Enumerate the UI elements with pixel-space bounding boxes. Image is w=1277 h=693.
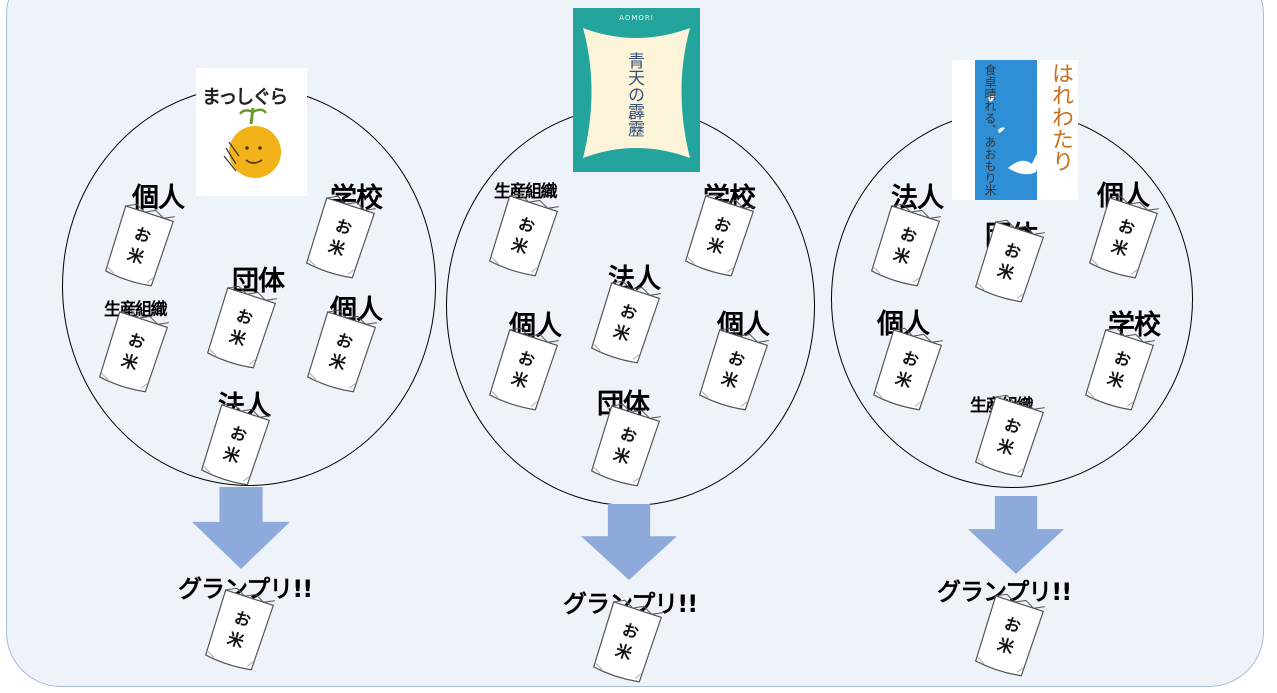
svg-text:米: 米: [227, 326, 249, 349]
svg-text:お: お: [1002, 240, 1023, 263]
svg-text:米: 米: [225, 628, 247, 651]
rice-bag-icon: お米: [201, 281, 281, 375]
svg-text:米: 米: [611, 321, 633, 344]
down-arrow-icon: [968, 496, 1064, 574]
rice-bag-icon: お米: [585, 399, 665, 493]
rice-bag-icon: お米: [969, 215, 1049, 309]
svg-text:米: 米: [613, 640, 635, 663]
rice-bag-icon: お米: [867, 323, 947, 417]
g1-label-dantai: 団体: [232, 266, 285, 297]
svg-text:お: お: [1112, 348, 1133, 371]
svg-text:米: 米: [893, 368, 915, 391]
svg-text:米: 米: [221, 443, 243, 466]
rice-bag-icon: お米: [93, 305, 173, 399]
svg-text:米: 米: [326, 236, 348, 259]
mashigura-logo-icon: [223, 107, 281, 178]
down-arrow-icon: [581, 504, 677, 580]
g3-label-hojin: 法人: [891, 183, 944, 214]
svg-text:米: 米: [995, 634, 1017, 657]
svg-text:米: 米: [705, 234, 727, 257]
svg-text:お: お: [132, 224, 153, 247]
rice-bag-icon: お米: [969, 589, 1049, 683]
svg-text:お: お: [1002, 415, 1023, 438]
rice-bag-icon: お米: [99, 199, 179, 293]
svg-text:お: お: [334, 330, 355, 353]
svg-text:米: 米: [1105, 368, 1127, 391]
svg-text:米: 米: [327, 350, 349, 373]
rice-bag-icon: お米: [587, 595, 667, 689]
svg-text:お: お: [726, 348, 747, 371]
rice-bag-icon: お米: [195, 398, 275, 492]
seiten-no-hekireki-cover: AOMORI 青天の霹靂: [573, 8, 700, 172]
svg-text:お: お: [618, 424, 639, 447]
rice-bag-icon: お米: [969, 390, 1049, 484]
mashigura-logo-text: まっしぐら: [202, 86, 288, 108]
rice-bag-icon: お米: [301, 305, 381, 399]
harewatari-cover: 食卓晴れる、あおもり米 はれわたり: [952, 60, 1078, 200]
svg-text:米: 米: [125, 244, 147, 267]
svg-text:お: お: [898, 224, 919, 247]
svg-text:お: お: [1116, 216, 1137, 239]
svg-text:お: お: [516, 348, 537, 371]
svg-text:米: 米: [995, 260, 1017, 283]
rice-bag-icon: お米: [585, 276, 665, 370]
svg-text:お: お: [618, 301, 639, 324]
rice-bag-icon: お米: [1083, 191, 1163, 285]
svg-text:お: お: [620, 620, 641, 643]
harewatari-sky-block: [975, 60, 1037, 200]
svg-text:お: お: [712, 214, 733, 237]
seiten-cover-art-icon: [583, 28, 690, 158]
svg-text:米: 米: [719, 368, 741, 391]
bird-icon: [988, 95, 1048, 175]
rice-bag-icon: お米: [865, 199, 945, 293]
seiten-top-text: AOMORI: [619, 14, 654, 22]
rice-bag-icon: お米: [679, 189, 759, 283]
rice-bag-icon: お米: [199, 583, 279, 677]
svg-text:お: お: [228, 423, 249, 446]
svg-text:お: お: [1002, 614, 1023, 637]
rice-bag-icon: お米: [300, 191, 380, 285]
svg-text:お: お: [516, 214, 537, 237]
svg-text:米: 米: [891, 244, 913, 267]
harewatari-title: はれわたり: [1048, 62, 1073, 172]
svg-text:お: お: [232, 608, 253, 631]
seiten-title-text: 青天の霹靂: [624, 52, 644, 137]
svg-text:お: お: [234, 306, 255, 329]
down-arrow-icon: [192, 487, 290, 569]
svg-text:米: 米: [611, 444, 633, 467]
mashigura-cover: まっしぐら: [196, 68, 307, 196]
svg-text:米: 米: [509, 368, 531, 391]
svg-text:お: お: [900, 348, 921, 371]
g1-label-kojin-1: 個人: [132, 183, 185, 214]
svg-text:米: 米: [119, 350, 141, 373]
harewatari-subtitle: 食卓晴れる、あおもり米: [983, 64, 997, 196]
rice-bag-icon: お米: [483, 323, 563, 417]
rice-bag-icon: お米: [693, 323, 773, 417]
svg-text:お: お: [126, 330, 147, 353]
svg-text:米: 米: [995, 435, 1017, 458]
svg-text:お: お: [333, 216, 354, 239]
rice-bag-icon: お米: [1079, 323, 1159, 417]
svg-text:米: 米: [1109, 236, 1131, 259]
svg-text:米: 米: [509, 234, 531, 257]
rice-bag-icon: お米: [483, 189, 563, 283]
